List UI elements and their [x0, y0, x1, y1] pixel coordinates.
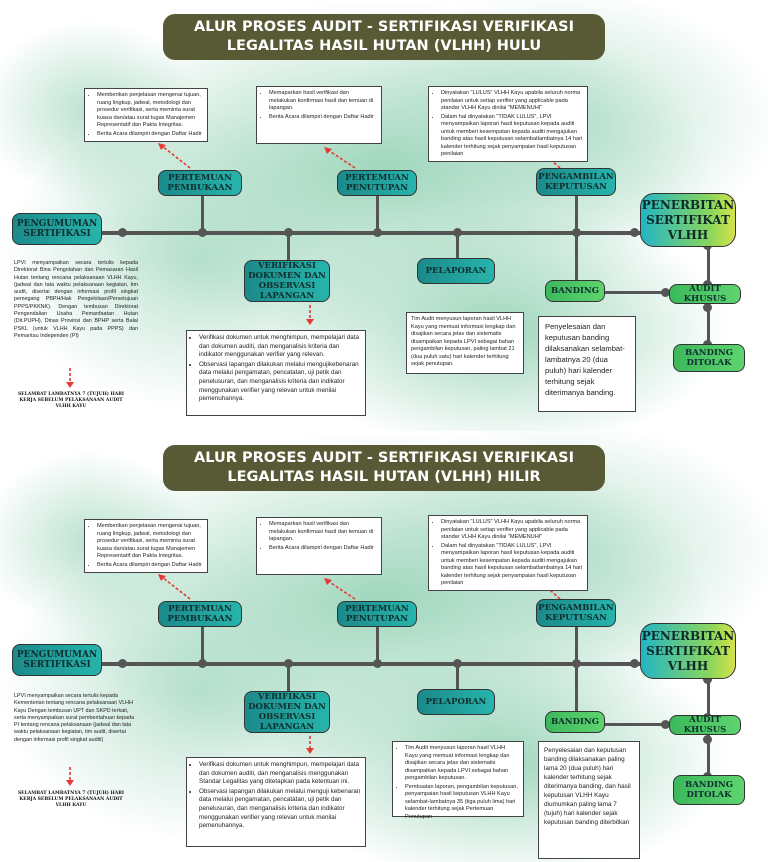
connector [376, 621, 379, 663]
node-pertemuan-penutupan[interactable]: PERTEMUAN PENUTUPAN [337, 601, 417, 627]
node-pengambilan-keputusan[interactable]: PENGAMBILAN KEPUTUSAN [536, 168, 616, 196]
connector [603, 723, 669, 726]
connector [575, 190, 578, 232]
box-penutupan-details: Memaparkan hasil verifikasi dan melakuka… [256, 86, 382, 144]
box-pembukaan-details: Memberikan penjelasan mengenai tujuan, r… [84, 88, 208, 142]
connector [603, 291, 669, 294]
title-line-1: ALUR PROSES AUDIT - SERTIFIKASI VERIFIKA… [194, 19, 574, 35]
section-hilir: ALUR PROSES AUDIT - SERTIFIKASI VERIFIKA… [0, 431, 768, 862]
connector [201, 621, 204, 663]
pengumuman-deadline-note: SELAMBAT LAMBATNYA 7 (TUJUH) HARI KERJA … [17, 392, 125, 409]
box-banding-details: Penyelesaian dan keputusan banding dilak… [538, 741, 640, 859]
node-pengambilan-keputusan[interactable]: PENGAMBILAN KEPUTUSAN [536, 599, 616, 627]
pengumuman-deadline-note: SELAMBAT LAMBATNYA 7 (TUJUH) HARI KERJA … [17, 791, 125, 808]
connector [575, 232, 578, 282]
node-banding[interactable]: BANDING [545, 280, 605, 302]
connector [707, 245, 710, 285]
node-pertemuan-penutupan[interactable]: PERTEMUAN PENUTUPAN [337, 170, 417, 196]
box-penutupan-details: Memaparkan hasil verifikasi dan melakuka… [256, 517, 382, 575]
title-line-1: ALUR PROSES AUDIT - SERTIFIKASI VERIFIKA… [194, 450, 574, 466]
node-pengumuman-sertifikasi[interactable]: PENGUMUMAN SERTIFIKASI [12, 213, 102, 245]
timeline-dot [630, 228, 639, 237]
connector [575, 663, 578, 713]
box-pengambilan-details: Dinyatakan "LULUS" VLHH Kayu apabila sel… [428, 515, 588, 591]
timeline-dot [118, 659, 127, 668]
connector [376, 190, 379, 232]
connector [287, 232, 290, 262]
list-item: Verifikasi dokumen untuk menghimpun, mem… [199, 334, 361, 360]
connector-dot [703, 735, 712, 744]
box-pengambilan-details: Dinyatakan "LULUS" VLHH Kayu apabila sel… [428, 86, 588, 162]
node-pelaporan[interactable]: PELAPORAN [417, 258, 495, 284]
node-pertemuan-pembukaan[interactable]: PERTEMUAN PEMBUKAAN [158, 601, 242, 627]
timeline-dot [118, 228, 127, 237]
connector-dot [703, 675, 712, 684]
node-banding-ditolak[interactable]: BANDING DITOLAK [673, 775, 745, 805]
box-banding-details: Penyelesaian dan keputusan banding dilak… [538, 316, 636, 412]
list-item: Berita Acara dilampiri dengan Daftar Had… [97, 562, 203, 570]
node-verifikasi-dokumen[interactable]: VERIFIKASI DOKUMEN DAN OBSERVASI LAPANGA… [244, 691, 330, 733]
list-item: Berita Acara dilampiri dengan Daftar Had… [269, 545, 377, 553]
node-banding[interactable]: BANDING [545, 711, 605, 733]
connector-dot [661, 288, 670, 297]
list-item: Berita Acara dilampiri dengan Daftar Had… [269, 114, 377, 122]
node-audit-khusus[interactable]: AUDIT KHUSUS [669, 284, 741, 304]
connector [287, 663, 290, 693]
list-item: Memberikan penjelasan mengenai tujuan, r… [97, 523, 203, 561]
connector-dot [703, 303, 712, 312]
box-pembukaan-details: Memberikan penjelasan mengenai tujuan, r… [84, 519, 208, 573]
list-item: Tim Audit menyusun laporan hasil VLHH Ka… [405, 745, 519, 783]
node-banding-ditolak[interactable]: BANDING DITOLAK [673, 344, 745, 372]
node-pengumuman-sertifikasi[interactable]: PENGUMUMAN SERTIFIKASI [12, 644, 102, 676]
timeline-line [12, 662, 640, 666]
list-item: Dalam hal dinyatakan "TIDAK LULUS", LPVI… [441, 543, 583, 588]
timeline-dot [198, 228, 207, 237]
list-item: Pembuatan laporan, pengambilan keputusan… [405, 784, 519, 822]
pengumuman-description: LPVI menyampaikan secara tertulis kepada… [14, 260, 138, 339]
title-line-2: LEGALITAS HASIL HUTAN (VLHH) HILIR [227, 469, 541, 485]
timeline-line [12, 231, 640, 235]
list-item: Berita Acara dilampiri dengan Daftar Had… [97, 131, 203, 139]
connector [456, 663, 459, 693]
timeline-dot [198, 659, 207, 668]
list-item: Memberikan penjelasan mengenai tujuan, r… [97, 92, 203, 130]
pengumuman-description: LPVI menyampaikan secara tertulis kepada… [14, 693, 135, 743]
list-item: Memaparkan hasil verifikasi dan melakuka… [269, 521, 377, 544]
list-item: Dalam hal dinyatakan "TIDAK LULUS", LPVI… [441, 114, 583, 159]
list-item: Dinyatakan "LULUS" VLHH Kayu apabila sel… [441, 519, 583, 542]
node-pelaporan[interactable]: PELAPORAN [417, 689, 495, 715]
connector [201, 190, 204, 232]
box-pelaporan-details: Tim Audit menyusun laporan hasil VLHH Ka… [392, 741, 524, 820]
node-audit-khusus[interactable]: AUDIT KHUSUS [669, 715, 741, 735]
connector [456, 232, 459, 262]
timeline-dot [373, 659, 382, 668]
title-line-2: LEGALITAS HASIL HUTAN (VLHH) HULU [226, 38, 542, 54]
section-hulu: ALUR PROSES AUDIT - SERTIFIKASI VERIFIKA… [0, 0, 768, 431]
node-verifikasi-dokumen[interactable]: VERIFIKASI DOKUMEN DAN OBSERVASI LAPANGA… [244, 260, 330, 302]
connector-dot [661, 720, 670, 729]
connector [575, 621, 578, 663]
page-title: ALUR PROSES AUDIT - SERTIFIKASI VERIFIKA… [163, 14, 605, 60]
list-item: Verifikasi dokumen untuk menghimpun, mem… [199, 761, 361, 787]
list-item: Dinyatakan "LULUS" VLHH Kayu apabila sel… [441, 90, 583, 113]
connector [707, 735, 710, 775]
node-pertemuan-pembukaan[interactable]: PERTEMUAN PEMBUKAAN [158, 170, 242, 196]
connector [707, 679, 710, 717]
box-pelaporan-details: Tim Audit menyusun laporan hasil VLHH Ka… [406, 312, 524, 374]
timeline-dot [630, 659, 639, 668]
node-penerbitan-sertifikat[interactable]: PENERBITAN SERTIFIKAT VLHH [640, 193, 736, 247]
list-item: Memaparkan hasil verifikasi dan melakuka… [269, 90, 377, 113]
box-verifikasi-details: Verifikasi dokumen untuk menghimpun, mem… [186, 330, 366, 416]
box-verifikasi-details: Verifikasi dokumen untuk menghimpun, mem… [186, 757, 366, 847]
connector [707, 304, 710, 344]
list-item: Observasi lapangan dilakukan melalui men… [199, 361, 361, 404]
node-penerbitan-sertifikat[interactable]: PENERBITAN SERTIFIKAT VLHH [640, 623, 736, 679]
timeline-dot [373, 228, 382, 237]
list-item: Observasi lapangan dilakukan melalui men… [199, 788, 361, 831]
page-title: ALUR PROSES AUDIT - SERTIFIKASI VERIFIKA… [163, 445, 605, 491]
